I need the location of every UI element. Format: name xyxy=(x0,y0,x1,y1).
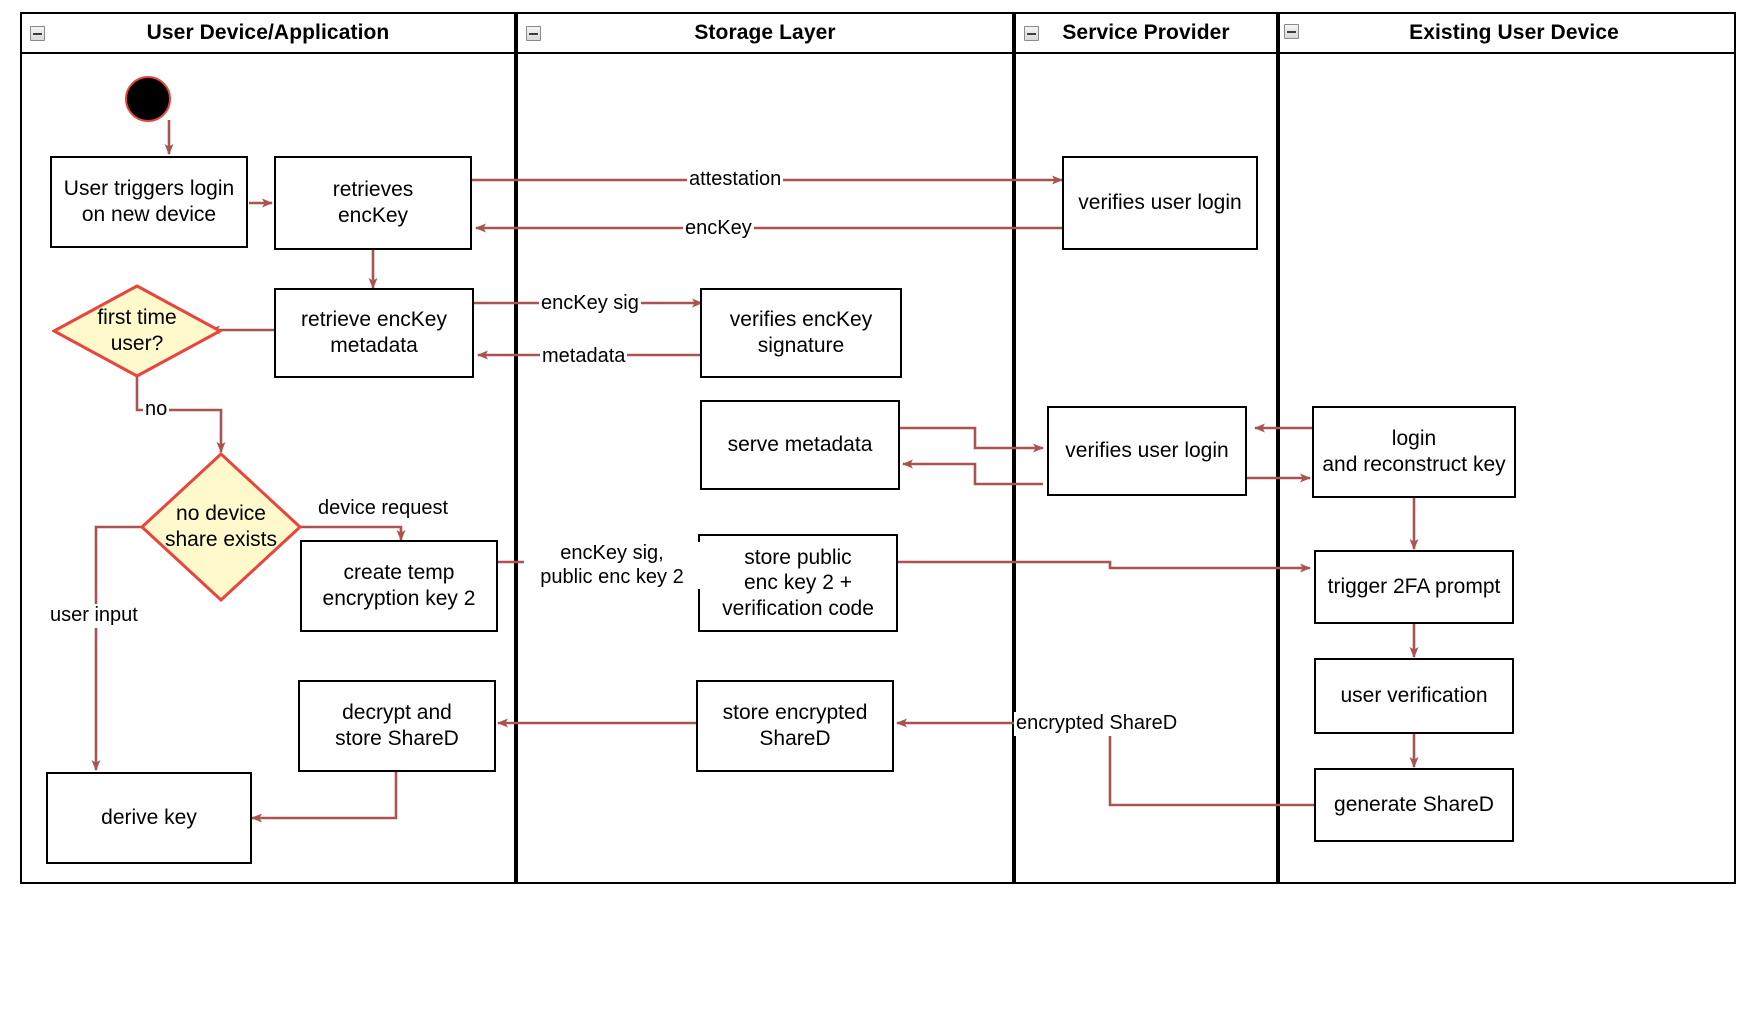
node-no-device-share-exists[interactable]: no device share exists xyxy=(140,452,302,602)
collapse-minus-icon[interactable] xyxy=(1284,24,1299,39)
lane-header-storage-layer[interactable]: Storage Layer xyxy=(516,12,1014,54)
node-serve-metadata[interactable]: serve metadata xyxy=(700,400,900,490)
node-label: first time user? xyxy=(97,306,177,355)
initial-node xyxy=(125,76,171,122)
node-retrieves-enckey[interactable]: retrieves encKey xyxy=(274,156,472,250)
lane-header-user-device[interactable]: User Device/Application xyxy=(20,12,516,54)
lane-header-service-provider[interactable]: Service Provider xyxy=(1014,12,1278,54)
node-trigger-2fa-prompt[interactable]: trigger 2FA prompt xyxy=(1314,550,1514,624)
node-retrieve-enckey-metadata[interactable]: retrieve encKey metadata xyxy=(274,288,474,378)
node-user-triggers-login[interactable]: User triggers login on new device xyxy=(50,156,248,248)
edge-label-no: no xyxy=(143,398,170,422)
edge-label-metadata: metadata xyxy=(540,345,628,369)
node-first-time-user[interactable]: first time user? xyxy=(52,284,222,378)
collapse-minus-icon[interactable] xyxy=(526,26,541,41)
node-derive-key[interactable]: derive key xyxy=(46,772,252,864)
node-verifies-user-login-1[interactable]: verifies user login xyxy=(1062,156,1258,250)
edge-label-user-input: user input xyxy=(48,604,140,628)
lane-title-service-provider: Service Provider xyxy=(1062,21,1230,44)
edge-label-enckey-sig-public-enc-key-2: encKey sig, public enc key 2 xyxy=(524,542,700,590)
lane-title-user-device: User Device/Application xyxy=(146,21,390,44)
node-verifies-user-login-2[interactable]: verifies user login xyxy=(1047,406,1247,496)
decision-diamond-shape xyxy=(140,452,302,602)
decision-diamond-shape xyxy=(52,284,222,378)
edge-label-attestation: attestation xyxy=(687,168,784,192)
node-user-verification[interactable]: user verification xyxy=(1314,658,1514,734)
lane-title-storage-layer: Storage Layer xyxy=(694,21,836,44)
edge-label-device-request: device request xyxy=(316,497,451,521)
node-verifies-enckey-signature[interactable]: verifies encKey signature xyxy=(700,288,902,378)
node-decrypt-and-store-shared[interactable]: decrypt and store ShareD xyxy=(298,680,496,772)
collapse-minus-icon[interactable] xyxy=(1024,26,1039,41)
node-login-and-reconstruct-key[interactable]: login and reconstruct key xyxy=(1312,406,1516,498)
node-generate-shared[interactable]: generate ShareD xyxy=(1314,768,1514,842)
node-label: no device share exists xyxy=(164,502,278,551)
node-create-temp-encryption-key-2[interactable]: create temp encryption key 2 xyxy=(300,540,498,632)
collapse-minus-icon[interactable] xyxy=(30,26,45,41)
node-store-public-enc-key-2[interactable]: store public enc key 2 + verification co… xyxy=(698,534,898,632)
edge-label-encrypted-shared: encrypted ShareD xyxy=(1014,712,1180,736)
edge-label-enckey: encKey xyxy=(683,217,754,241)
edge-label-enckey-sig: encKey sig xyxy=(539,292,641,316)
lane-header-existing-user-device[interactable]: Existing User Device xyxy=(1278,12,1736,54)
lane-title-existing-user-device: Existing User Device xyxy=(1409,21,1619,44)
node-store-encrypted-shared[interactable]: store encrypted ShareD xyxy=(696,680,894,772)
